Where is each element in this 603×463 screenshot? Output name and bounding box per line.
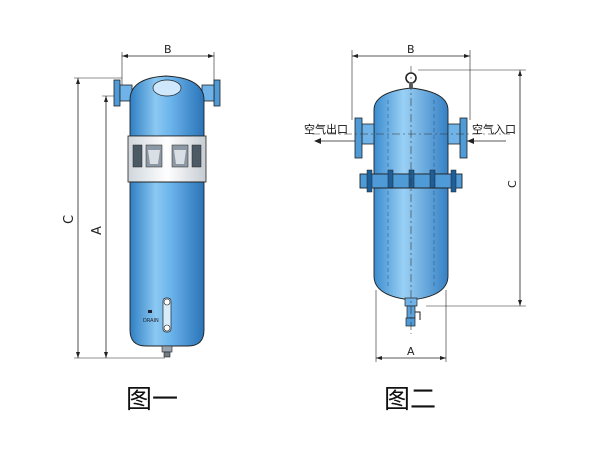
fig1-dim-b: B (121, 43, 215, 88)
fig2-dim-c: C (418, 69, 526, 307)
fig1-left-flange (113, 79, 121, 107)
fig2-inlet-flange (459, 117, 468, 159)
fig2-outlet-flange (354, 117, 363, 159)
fig1-dim-c: C (62, 77, 165, 359)
fig2-dim-a: A (375, 290, 447, 362)
fig1-drain-valve (161, 345, 173, 358)
fig1-latches (132, 144, 202, 168)
fig1-head-window (152, 79, 182, 97)
fig2-air-inlet-label: 空气入口 (472, 122, 516, 136)
fig2-inlet-arrow (467, 138, 506, 144)
fig1-drain-label: DRAIN (143, 318, 159, 324)
fig2-outlet-arrow (314, 138, 355, 144)
fig1-dim-b-label: B (164, 43, 172, 56)
fig1-right-flange (213, 79, 221, 107)
figure-1: B C A (62, 43, 221, 359)
fig2-air-outlet-label: 空气出口 (304, 122, 348, 136)
fig1-head (129, 75, 205, 137)
fig1-dim-a: A (90, 95, 130, 358)
fig1-sight-gauge (162, 297, 172, 333)
fig1-bowl (129, 181, 205, 347)
fig2-dim-b-label: B (407, 43, 415, 56)
fig1-drain-mark (148, 310, 152, 313)
fig1-dim-a-label: A (90, 226, 105, 235)
fig2-dim-b: B (351, 43, 471, 120)
fig2-caption: 图二 (384, 385, 436, 415)
fig2-flange-bolts (366, 169, 457, 193)
figure-2: B C A (304, 43, 526, 362)
fig2-dim-a-label: A (407, 345, 415, 358)
fig2-dim-c-label: C (506, 180, 519, 188)
fig1-dim-c-label: C (62, 215, 77, 224)
fig2-drain (404, 297, 421, 327)
fig1-caption: 图一 (126, 385, 178, 415)
